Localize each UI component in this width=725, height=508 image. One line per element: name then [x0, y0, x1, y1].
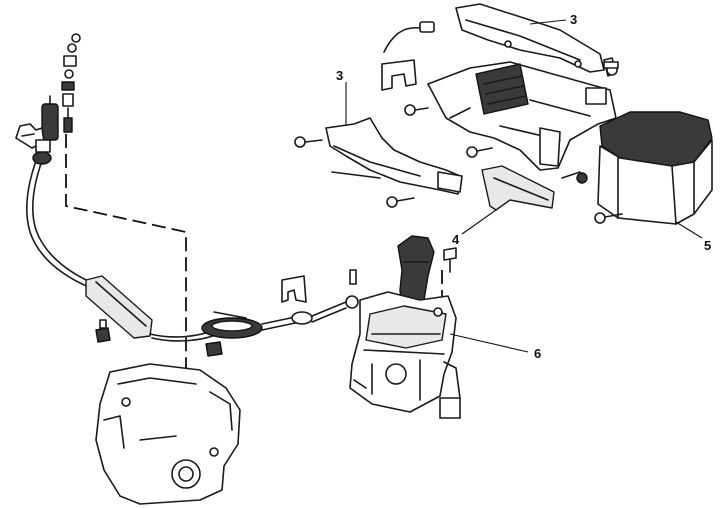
transmission-housing — [95, 363, 241, 505]
callout-shifter-assembly: 6 — [534, 346, 541, 361]
cable-fasteners — [95, 319, 223, 357]
cable-hardware-stack — [41, 33, 81, 141]
shifter-assembly — [349, 235, 529, 419]
callout-upper-rear-panel: 3 — [570, 12, 577, 27]
armrest-console — [594, 111, 713, 239]
shift-cable — [25, 139, 219, 342]
retaining-clip — [281, 275, 307, 303]
cable-guide — [201, 269, 359, 339]
clip-bracket — [381, 59, 417, 91]
callout-shift-trim-plate: 4 — [452, 232, 460, 247]
left-side-panel — [294, 117, 463, 208]
shift-trim-plate — [461, 165, 555, 235]
leader-upper-panel — [529, 19, 567, 25]
callout-armrest-console: 5 — [704, 238, 711, 253]
callout-left-side-panel: 3 — [336, 68, 343, 83]
upper-rear-panel — [455, 3, 617, 77]
screws-upper — [404, 104, 493, 158]
wire-connector — [383, 21, 435, 53]
center-console — [427, 61, 619, 184]
